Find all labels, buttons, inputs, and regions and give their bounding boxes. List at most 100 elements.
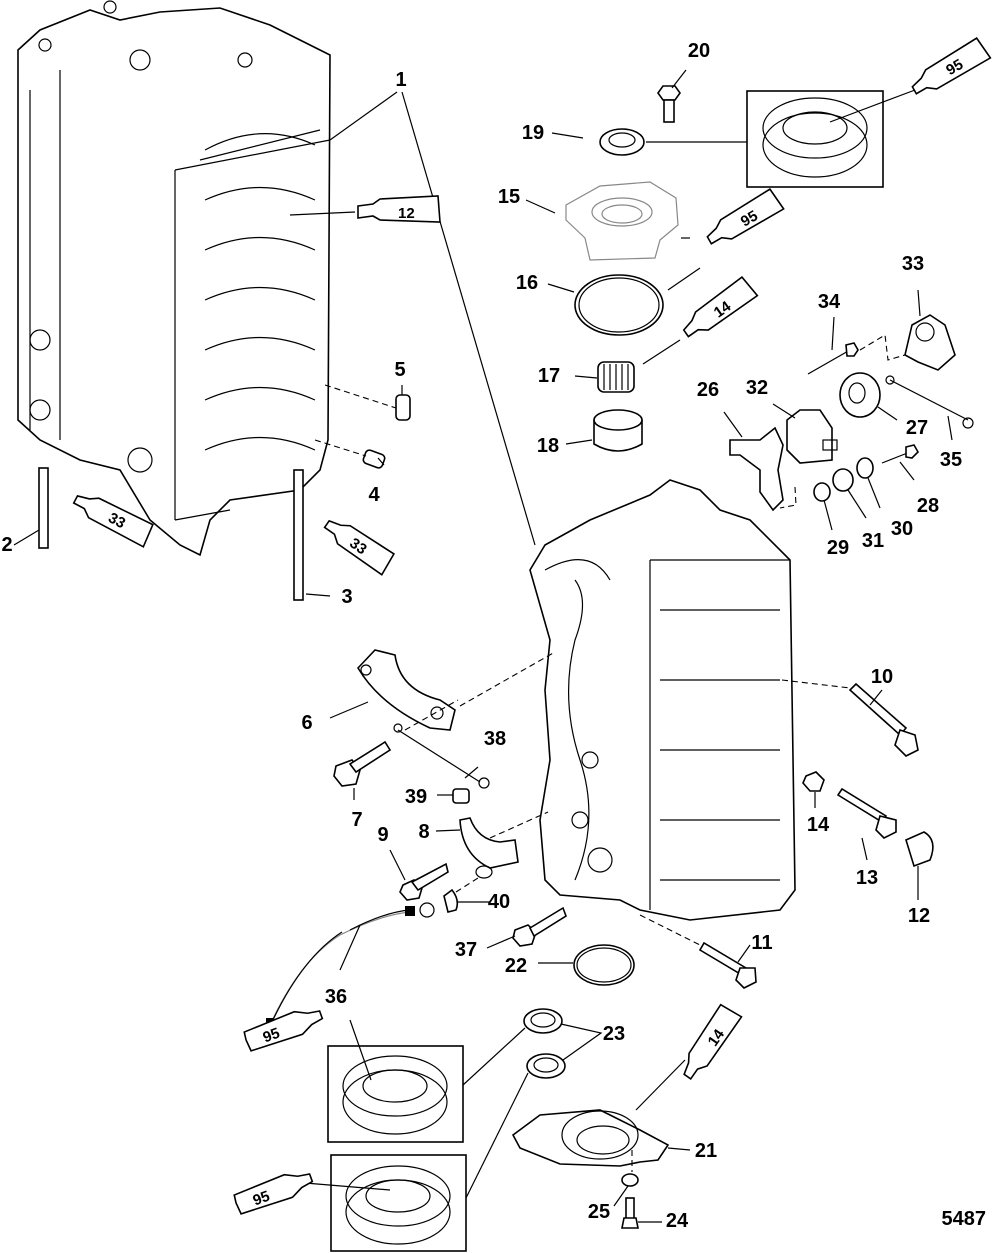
callout-19: 19 bbox=[521, 122, 545, 144]
race-18 bbox=[565, 409, 643, 452]
bolt-24 bbox=[621, 1197, 662, 1229]
callout-36: 36 bbox=[324, 986, 348, 1008]
seal-inset-bottom-1 bbox=[327, 1019, 464, 1143]
callout-20: 20 bbox=[687, 40, 711, 62]
callout-18: 18 bbox=[536, 435, 560, 457]
sealant-tube-12: 12 bbox=[289, 195, 441, 223]
bolt-11 bbox=[639, 914, 757, 989]
bolt-9 bbox=[389, 849, 449, 901]
callout-34: 34 bbox=[817, 291, 841, 313]
o-ring-22 bbox=[538, 944, 635, 986]
callout-25: 25 bbox=[587, 1201, 611, 1223]
sealant-tube-95-bottom-2: 95 bbox=[233, 1173, 314, 1215]
gasket-26 bbox=[723, 411, 797, 512]
callout-6: 6 bbox=[301, 712, 313, 734]
cylinder-block bbox=[529, 479, 796, 921]
callout-26: 26 bbox=[696, 379, 720, 401]
seal-19 bbox=[551, 128, 747, 156]
sealant-tube-95-top: 95 bbox=[911, 37, 992, 95]
stud-2 bbox=[13, 467, 49, 549]
grommet-29 bbox=[813, 482, 833, 531]
stud-3 bbox=[293, 469, 331, 601]
sealant-tube-14-bottom: 14 bbox=[683, 1003, 743, 1081]
callout-17: 17 bbox=[537, 365, 561, 387]
seal-23-lower bbox=[526, 1053, 566, 1079]
figure-number: 5487 bbox=[941, 1208, 987, 1230]
callout-2: 2 bbox=[1, 534, 13, 556]
needle-bearing-17 bbox=[574, 339, 681, 393]
callout-39: 39 bbox=[404, 786, 428, 808]
callout-31: 31 bbox=[861, 530, 885, 552]
callout-29: 29 bbox=[826, 537, 850, 559]
callout-28: 28 bbox=[916, 495, 940, 517]
thermostat-housing-33 bbox=[904, 289, 956, 371]
sealant-tube-95-mid: 95 bbox=[706, 188, 785, 245]
callout-21: 21 bbox=[694, 1140, 718, 1162]
callout-5: 5 bbox=[394, 359, 406, 381]
bearing-cover-15 bbox=[525, 181, 690, 261]
callout-32: 32 bbox=[745, 377, 769, 399]
bolt-34 bbox=[807, 316, 906, 375]
clamp-8 bbox=[435, 811, 549, 879]
bearing-cover-21 bbox=[511, 1059, 691, 1172]
grommet-31 bbox=[832, 468, 867, 519]
leader-1b bbox=[401, 91, 536, 546]
seal-23-upper bbox=[523, 1008, 563, 1034]
seal-inset-bottom-2 bbox=[304, 1154, 467, 1252]
sealant-tube-95-bottom-1: 95 bbox=[243, 1010, 324, 1052]
callout-15: 15 bbox=[497, 186, 521, 208]
callout-30: 30 bbox=[890, 518, 914, 540]
screw-39 bbox=[437, 788, 470, 804]
callout-10: 10 bbox=[870, 666, 894, 688]
bolt-10 bbox=[781, 679, 919, 757]
cap-12 bbox=[905, 831, 934, 900]
callout-14: 14 bbox=[806, 814, 830, 836]
bolt-20 bbox=[657, 69, 687, 123]
washer-25 bbox=[613, 1173, 639, 1207]
callout-24: 24 bbox=[665, 1210, 689, 1232]
bolt-37 bbox=[486, 906, 567, 949]
callout-8: 8 bbox=[418, 821, 430, 843]
thermostat-27 bbox=[839, 372, 898, 421]
callout-33: 33 bbox=[901, 253, 925, 275]
seal-inset-top bbox=[746, 89, 916, 188]
svg-text:95: 95 bbox=[251, 1188, 272, 1210]
callout-9: 9 bbox=[377, 824, 389, 846]
callout-16: 16 bbox=[515, 272, 539, 294]
screw-28 bbox=[881, 444, 919, 481]
svg-text:12: 12 bbox=[398, 205, 415, 222]
callout-1: 1 bbox=[395, 69, 407, 91]
bolt-7 bbox=[333, 740, 392, 800]
callout-27: 27 bbox=[905, 417, 929, 439]
svg-text:33: 33 bbox=[105, 509, 128, 532]
o-ring-16 bbox=[547, 267, 701, 336]
svg-text:95: 95 bbox=[943, 56, 966, 79]
sealant-tube-33-b: 33 bbox=[323, 519, 395, 576]
callout-35: 35 bbox=[939, 449, 963, 471]
callout-11: 11 bbox=[751, 932, 773, 954]
svg-text:33: 33 bbox=[346, 535, 369, 558]
sealant-tube-33-a: 33 bbox=[72, 494, 154, 548]
callout-3: 3 bbox=[341, 586, 353, 608]
crankcase-cover bbox=[17, 0, 331, 557]
callout-37: 37 bbox=[454, 939, 478, 961]
sealant-tube-14-mid: 14 bbox=[682, 276, 759, 338]
callout-38: 38 bbox=[483, 728, 507, 750]
callout-7: 7 bbox=[351, 809, 363, 831]
pressure-sensor-32 bbox=[772, 403, 838, 464]
callout-40: 40 bbox=[487, 891, 511, 913]
callout-22: 22 bbox=[504, 955, 528, 977]
callout-23: 23 bbox=[602, 1023, 626, 1045]
cable-35 bbox=[885, 375, 974, 441]
dowel-4 bbox=[314, 439, 386, 469]
bolt-13 bbox=[836, 787, 897, 861]
svg-text:95: 95 bbox=[738, 207, 761, 230]
callout-13: 13 bbox=[855, 867, 879, 889]
ground-strap-38 bbox=[393, 699, 490, 789]
leader-1a bbox=[329, 91, 398, 141]
nut-14 bbox=[802, 771, 825, 808]
washer-30 bbox=[856, 457, 881, 509]
svg-text:95: 95 bbox=[261, 1025, 282, 1047]
bracket-6 bbox=[329, 649, 556, 731]
